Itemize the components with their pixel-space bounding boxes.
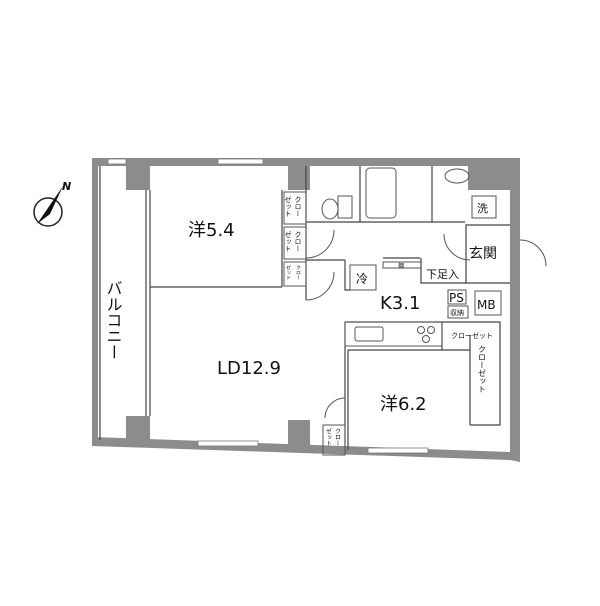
storage-label: 収納: [450, 308, 464, 317]
toilet-tank: [337, 195, 353, 219]
fridge-label: 冷: [356, 272, 368, 286]
closet-small-bottom-label: ゼット: [284, 195, 292, 217]
compass-icon: N: [33, 180, 71, 227]
bathtub-icon: [365, 167, 397, 219]
closet-small-bottom-label: ゼット: [285, 264, 291, 280]
closet-small-bottom-label: ゼット: [325, 427, 332, 446]
closets-room1: ゼット クロー ゼット クロー ゼット クロー: [283, 191, 307, 287]
living-dining-label: LD12.9: [217, 358, 281, 379]
outer-walls: [92, 158, 520, 462]
kitchen-sink-icon: [354, 326, 384, 342]
shelf-label: 棚: [398, 262, 404, 270]
closet-small-bottom-label: ゼット: [284, 230, 292, 252]
closet-small-top-label: クロー: [334, 428, 341, 446]
closet-horizontal-label: クローゼット: [451, 331, 493, 340]
entrance-label: 玄関: [469, 245, 497, 262]
stove-icon: [417, 326, 425, 334]
western-room-2-label: 洋6.2: [380, 394, 427, 415]
pipe-space-label: PS: [449, 291, 464, 305]
closet-small-top-label: クロー: [294, 231, 302, 252]
closet-ld: ゼット クロー: [322, 424, 346, 456]
meter-box-label: MB: [477, 298, 496, 312]
kitchen-counter: [344, 321, 443, 347]
balcony: バルコニー: [99, 166, 151, 440]
laundry-label: 洗: [477, 202, 488, 215]
western-room-1-label: 洋5.4: [188, 220, 235, 241]
compass-label: N: [62, 180, 71, 193]
balcony-label: バルコニー: [104, 280, 123, 360]
fixtures: 洗: [321, 167, 497, 220]
closet-small-top-label: クロー: [294, 196, 302, 217]
sink-icon: [444, 168, 470, 184]
kitchen-label: K3.1: [380, 293, 420, 314]
closet-small-top-label: クロー: [295, 265, 301, 280]
toilet-icon: [321, 198, 339, 220]
closet-vertical-label: クローゼット: [478, 345, 487, 393]
shoe-storage-label: 下足入: [426, 268, 459, 281]
